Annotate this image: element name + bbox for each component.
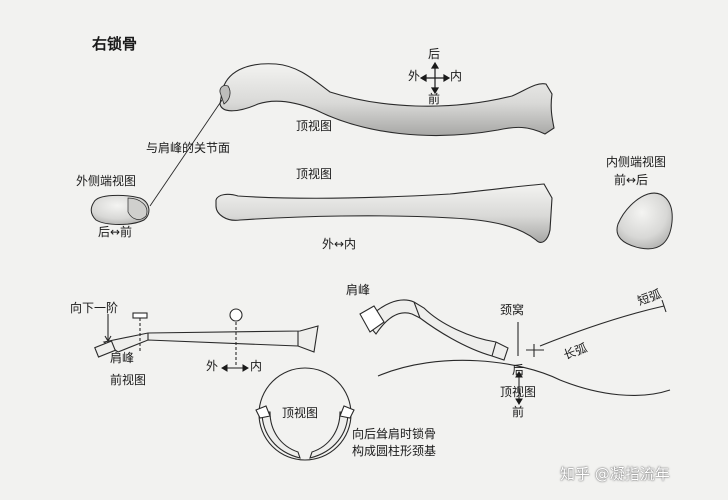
front-out-label: 外	[206, 359, 219, 373]
lateral-end-view-label: 外侧端视图	[76, 174, 137, 188]
watermark: 知乎 @凝指流年	[560, 465, 670, 483]
front-view-arrow	[221, 364, 249, 372]
lateral-end-facet	[127, 197, 148, 220]
diagram-title: 右锁骨	[92, 35, 138, 53]
cylindrical-neck-base	[255, 367, 355, 461]
step-down-label: 向下一阶	[70, 301, 119, 315]
right-top-view-label: 顶视图	[500, 385, 537, 399]
shrug-line-1: 向后耸肩时锁骨	[352, 427, 437, 441]
right-acromion-label: 肩峰	[346, 283, 371, 297]
lateral-end-direction-label: 后↔前	[98, 225, 133, 239]
middle-out-in-label: 外↔内	[322, 237, 357, 251]
medial-end-shape	[616, 192, 673, 250]
acromial-facet-label: 与肩峰的关节面	[146, 141, 231, 155]
top-view-schematic	[359, 299, 671, 397]
right-ant-label: 前	[512, 405, 525, 419]
facet-leader-line	[149, 99, 223, 207]
middle-view-label: 顶视图	[296, 167, 333, 181]
direction-compass	[419, 61, 451, 95]
right-post-label: 后	[512, 363, 525, 377]
shrug-line-2: 构成圆柱形颈基	[352, 444, 437, 458]
top-view-label: 顶视图	[296, 119, 333, 133]
compass-label-ant: 前	[428, 92, 441, 106]
front-in-label: 内	[250, 359, 263, 373]
jugular-notch-label: 颈窝	[500, 303, 525, 317]
compass-label-out: 外	[408, 69, 421, 83]
compass-label-post: 后	[428, 47, 441, 61]
front-view-schematic	[94, 308, 319, 365]
compass-label-in: 内	[450, 69, 463, 83]
medial-end-view-label: 内侧端视图	[606, 155, 667, 169]
front-acromion-label: 肩峰	[110, 351, 135, 365]
front-view-label: 前视图	[110, 373, 147, 387]
right-schematic-arrow	[515, 371, 523, 405]
medial-end-direction-label: 前↔后	[614, 173, 649, 187]
clavicle-top-view-shape	[219, 63, 555, 137]
circle-top-view-label: 顶视图	[282, 406, 319, 420]
clavicle-front-view-shape	[215, 183, 553, 243]
acromial-facet-shape	[219, 85, 231, 105]
